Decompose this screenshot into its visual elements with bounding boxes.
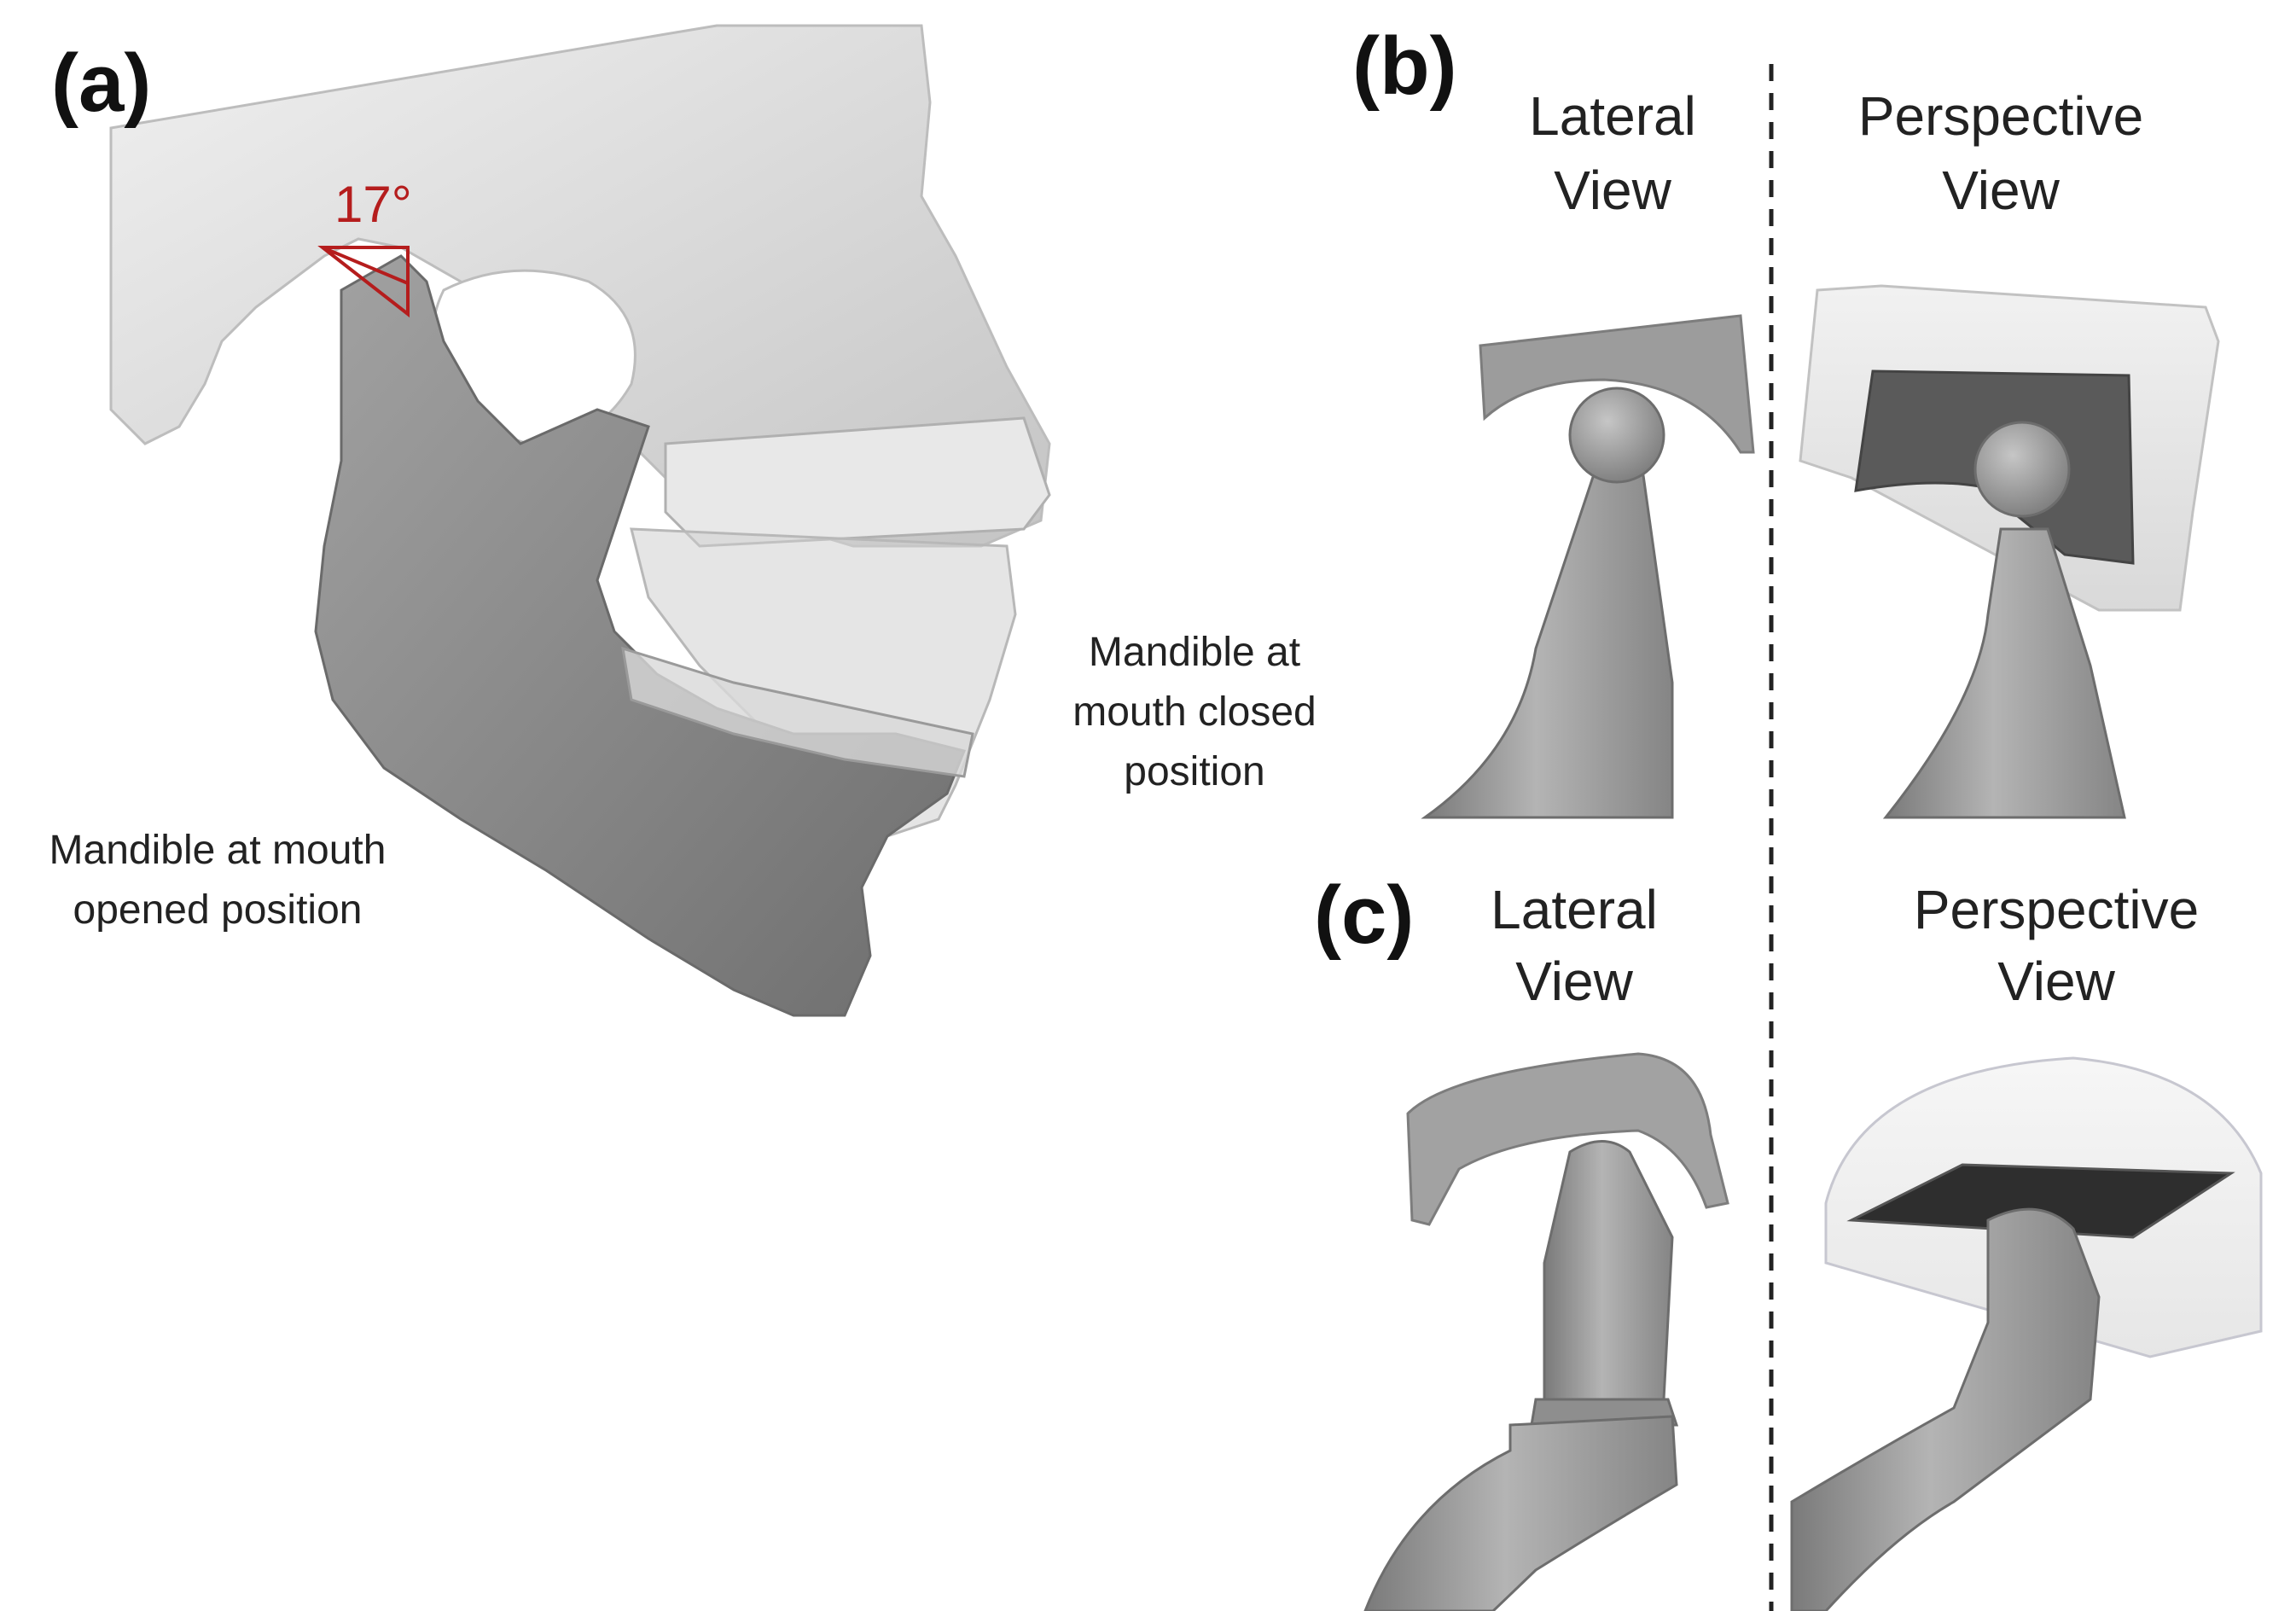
b-perspective-ball [1973,421,2071,518]
c-lateral-base [1363,1415,1678,1611]
b-lateral-rod [1421,468,1674,819]
b-lateral-fossa [1479,314,1755,454]
caption-closed-line2: mouth closed [1072,689,1317,735]
panel-c-perspective-line1: Perspective [1914,879,2199,940]
panel-b-label: (b) [1352,20,1457,112]
c-perspective-rod [1790,1207,2101,1611]
angle-marker [317,246,410,318]
panel-a: 17° (a) Mandible at mouth closed positio… [49,24,1317,1017]
panel-b-lateral-line1: Lateral [1529,85,1696,147]
c-lateral-fossa [1406,1052,1729,1226]
panel-c-lateral-line2: View [1515,951,1633,1012]
b-perspective-rod [1882,527,2126,819]
c-lateral-upper-rod [1543,1140,1674,1401]
panel-b: (b) Lateral View Perspective View [1352,20,2220,819]
panel-c: (c) Lateral View Perspective View [1314,869,2263,1611]
panel-c-perspective-line2: View [1997,951,2115,1012]
upper-teeth [664,416,1051,548]
panel-c-label: (c) [1314,869,1414,961]
panel-c-lateral-line1: Lateral [1491,879,1658,940]
caption-closed-line1: Mandible at [1089,630,1300,675]
panel-b-perspective-line1: Perspective [1858,85,2143,147]
caption-closed-line3: position [1124,749,1264,794]
panel-b-lateral-line2: View [1554,160,1671,221]
b-lateral-ball [1568,387,1665,484]
angle-label: 17° [334,176,412,233]
lower-teeth [621,646,974,778]
panel-b-perspective-line2: View [1942,160,2060,221]
panel-a-label: (a) [51,38,151,129]
caption-opened-line2: opened position [73,887,363,933]
caption-opened-line1: Mandible at mouth [49,828,387,873]
